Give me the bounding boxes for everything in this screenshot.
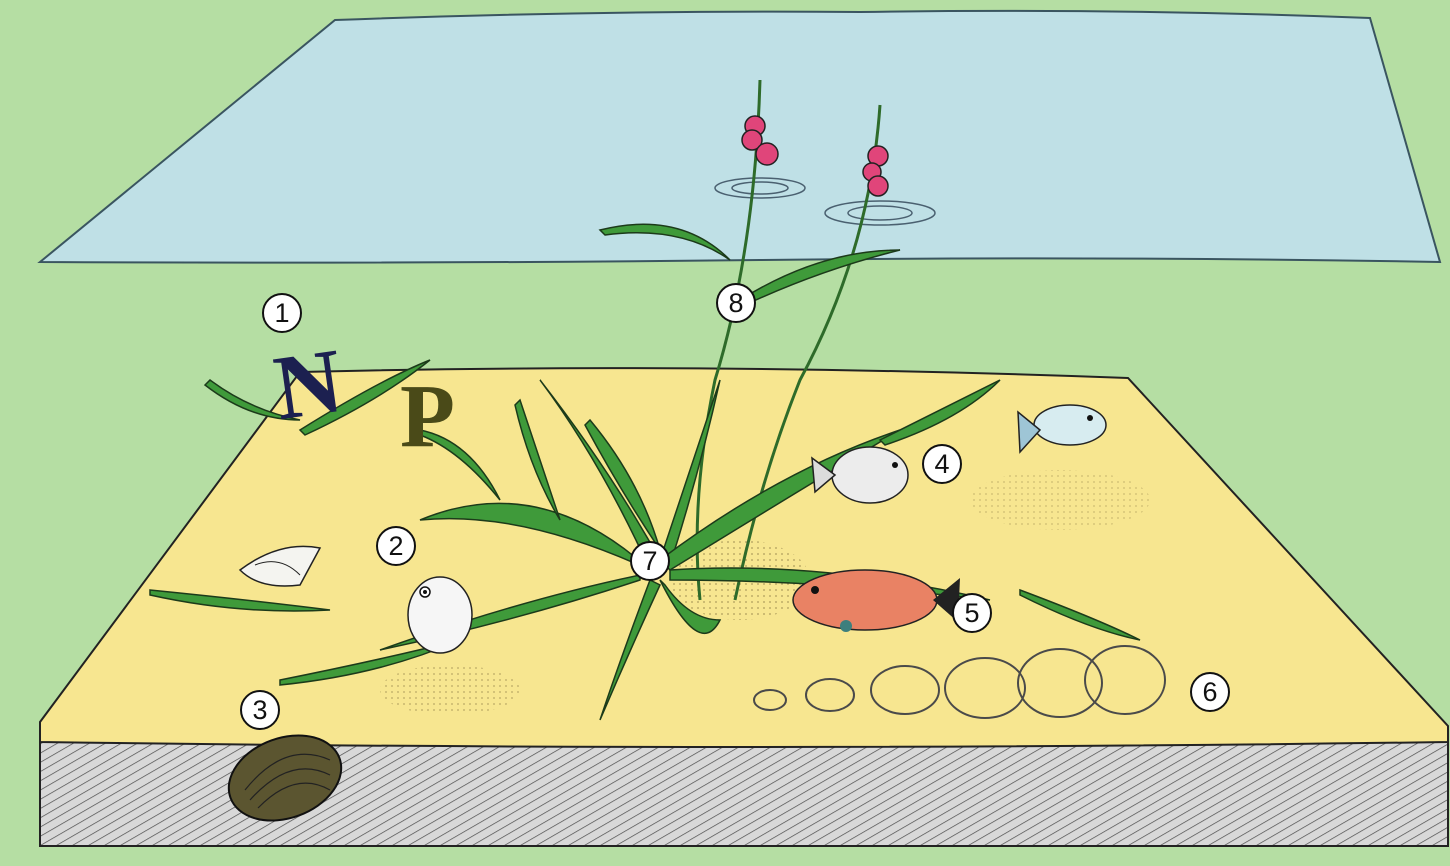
marker-1: 1 <box>262 293 302 333</box>
marker-8: 8 <box>716 283 756 323</box>
marker-4: 4 <box>922 444 962 484</box>
marker-2: 2 <box>376 526 416 566</box>
nitrogen-letter: N <box>269 334 348 434</box>
marker-6: 6 <box>1190 672 1230 712</box>
phosphorus-letter: P <box>400 372 455 462</box>
marker-3: 3 <box>240 690 280 730</box>
sediment-patch <box>970 470 1150 530</box>
marker-7: 7 <box>630 541 670 581</box>
marker-5: 5 <box>952 593 992 633</box>
water-surface <box>40 11 1440 263</box>
larva-icon <box>408 577 472 653</box>
sediment-patch <box>380 665 520 715</box>
